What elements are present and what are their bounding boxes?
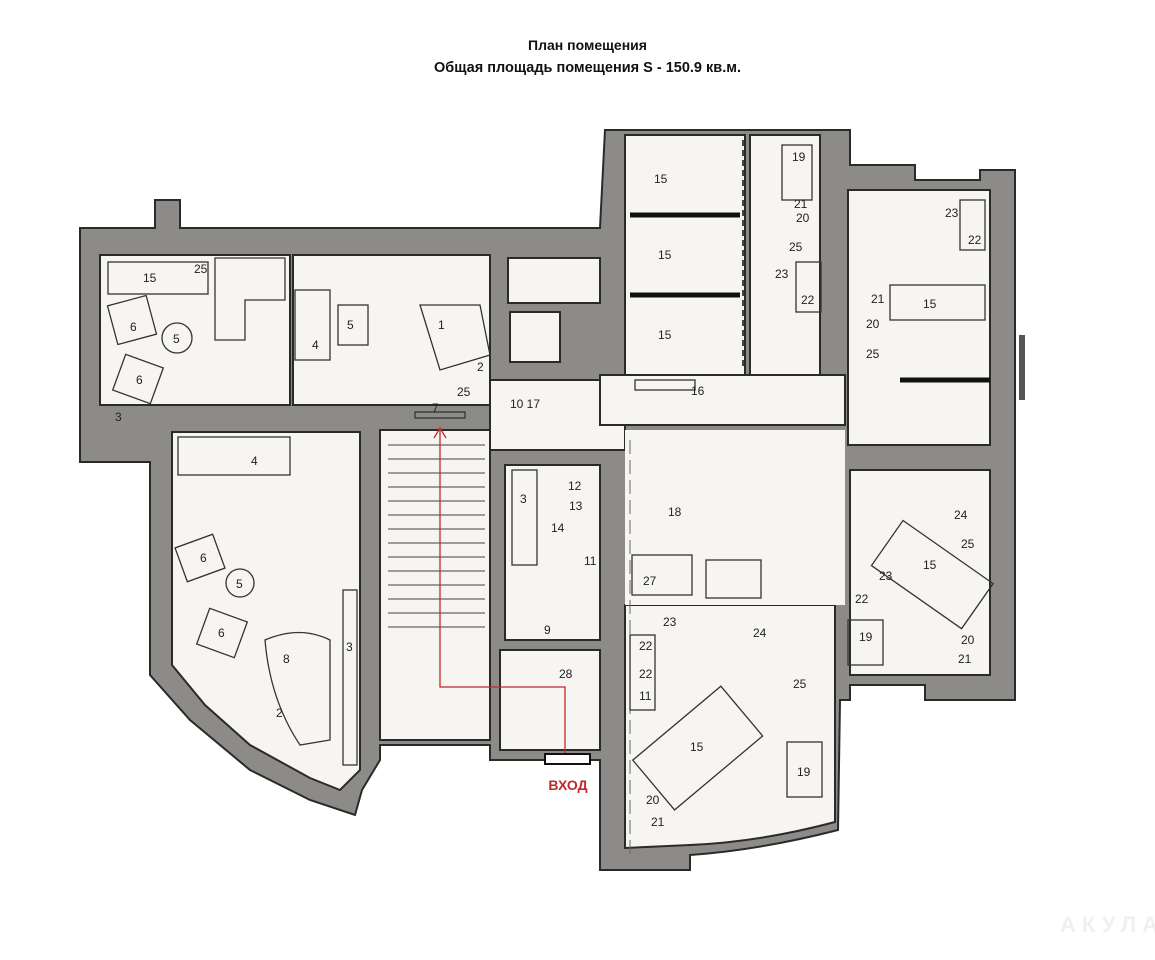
furniture xyxy=(106,144,995,811)
room-vestibule xyxy=(499,649,601,751)
item-label: 5 xyxy=(347,318,354,332)
item-label: 15 xyxy=(923,297,937,311)
item-label: 12 xyxy=(568,479,582,493)
room-reception xyxy=(292,254,491,406)
item-label: 4 xyxy=(251,454,258,468)
corridor-top xyxy=(599,374,846,426)
item-label: 25 xyxy=(457,385,471,399)
entrance-door[interactable] xyxy=(544,753,591,765)
item-label: 15 xyxy=(658,248,672,262)
item-label: 15 xyxy=(654,172,668,186)
item-label: 24 xyxy=(954,508,968,522)
item-label: 25 xyxy=(789,240,803,254)
room-wc-top xyxy=(507,257,601,304)
item-label: 6 xyxy=(136,373,143,387)
item-label: 23 xyxy=(663,615,677,629)
corridor-right xyxy=(625,430,845,605)
item-label: 3 xyxy=(346,640,353,654)
room-shower xyxy=(509,311,561,363)
item-label: 7 xyxy=(432,401,439,415)
room-column xyxy=(749,134,821,376)
item-label: 20 xyxy=(796,211,810,225)
plan-total-area: Общая площадь помещения S - 150.9 кв.м. xyxy=(434,60,741,76)
item-label: 11 xyxy=(639,689,652,703)
item-label: 13 xyxy=(569,499,583,513)
item-label: 16 xyxy=(691,384,705,398)
item-label: 25 xyxy=(866,347,880,361)
room-office-right-top xyxy=(847,189,991,446)
item-label: 21 xyxy=(958,652,972,666)
item-label: 8 xyxy=(283,652,290,666)
item-label: 20 xyxy=(646,793,660,807)
item-label: 20 xyxy=(961,633,975,647)
item-label: 2 xyxy=(276,706,283,720)
item-label: 5 xyxy=(173,332,180,346)
item-label: 2 xyxy=(477,360,484,374)
room-office-lower-left xyxy=(171,431,361,792)
item-label: 21 xyxy=(871,292,885,306)
item-label: 15 xyxy=(923,558,937,572)
room-small-center xyxy=(504,464,601,641)
item-label: 20 xyxy=(866,317,880,331)
rooms xyxy=(99,134,991,850)
item-label: 6 xyxy=(218,626,225,640)
item-label: 14 xyxy=(551,521,565,535)
item-label: 27 xyxy=(643,574,657,588)
item-label: 19 xyxy=(797,765,811,779)
item-label: 25 xyxy=(793,677,807,691)
item-label: 23 xyxy=(945,206,959,220)
entrance-label: ВХОД xyxy=(548,777,587,793)
item-label: 23 xyxy=(775,267,789,281)
item-label: 15 xyxy=(658,328,672,342)
item-label: 6 xyxy=(200,551,207,565)
room-office-right-lower xyxy=(849,469,991,676)
item-label: 19 xyxy=(859,630,873,644)
item-label: 6 xyxy=(130,320,137,334)
item-label: 11 xyxy=(584,554,597,568)
item-label: 15 xyxy=(690,740,704,754)
item-label: 18 xyxy=(668,505,682,519)
stair-treads xyxy=(388,444,485,628)
partitions xyxy=(629,140,1025,860)
item-label: 4 xyxy=(312,338,319,352)
item-label: 1 xyxy=(438,318,445,332)
item-label: 25 xyxy=(961,537,975,551)
room-workshop xyxy=(624,134,746,376)
item-labels: 15 25 6 5 6 3 4 5 1 2 25 7 4 6 5 6 8 2 3… xyxy=(115,150,982,829)
item-label: 3 xyxy=(520,492,527,506)
plan-title: План помещения xyxy=(528,37,647,53)
item-label: 23 xyxy=(879,569,893,583)
item-label: 22 xyxy=(639,639,653,653)
item-label: 24 xyxy=(753,626,767,640)
item-label: 22 xyxy=(855,592,869,606)
watermark-logo: АКУЛА xyxy=(1060,912,1155,937)
item-label: 3 xyxy=(115,410,122,424)
item-label: 21 xyxy=(794,197,808,211)
item-label: 22 xyxy=(968,233,982,247)
item-label: 22 xyxy=(639,667,653,681)
item-label: 15 xyxy=(143,271,157,285)
item-label: 9 xyxy=(544,623,551,637)
item-label: 25 xyxy=(194,262,208,276)
room-office-left xyxy=(99,254,291,406)
item-label: 28 xyxy=(559,667,573,681)
item-label: 5 xyxy=(236,577,243,591)
item-label: 19 xyxy=(792,150,806,164)
entrance-route: ВХОД xyxy=(433,426,591,793)
item-label: 21 xyxy=(651,815,665,829)
item-label: 22 xyxy=(801,293,815,307)
item-label: 10 17 xyxy=(510,397,540,411)
room-office-bottom xyxy=(624,604,836,850)
